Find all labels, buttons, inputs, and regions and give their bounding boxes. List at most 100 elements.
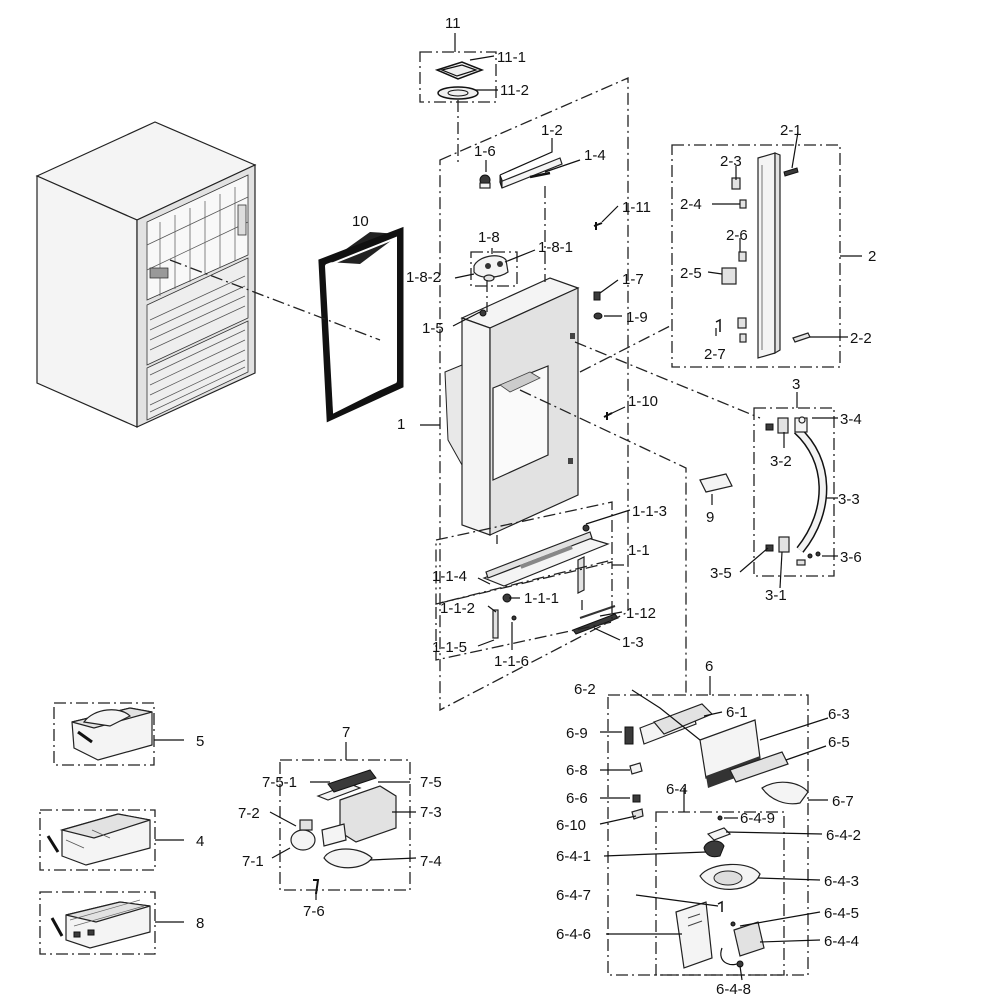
callout-1-5: 1-5 [422,320,444,337]
trim-bar-1-12 [579,605,616,619]
callout-1-2: 1-2 [541,122,563,139]
nameplate-9 [699,473,733,493]
callout-1-1-2: 1-1-2 [440,600,475,617]
callout-6-1: 6-1 [726,704,748,721]
callout-2-2: 2-2 [850,330,872,347]
ice-maker-assembly [290,769,397,895]
callout-7-2: 7-2 [238,805,260,822]
callout-1-12: 1-12 [626,605,656,622]
callout-2: 2 [868,248,876,265]
freezer-door-assembly [444,277,580,536]
lower-hinge-bracket [492,609,499,639]
callout-6-4-4: 6-4-4 [824,933,859,950]
callout-10: 10 [352,213,369,230]
callout-1-1-5: 1-1-5 [432,639,467,656]
callout-6-4: 6-4 [666,781,688,798]
callout-6-3: 6-3 [828,706,850,723]
callout-2-1: 2-1 [780,122,802,139]
callout-7-3: 7-3 [420,804,442,821]
callout-6-4-2: 6-4-2 [826,827,861,844]
fastener-1-9 [593,312,603,320]
callout-1-1-6: 1-1-6 [494,653,529,670]
callout-1-1-3: 1-1-3 [632,503,667,520]
callout-1-8-2: 1-8-2 [406,269,441,286]
callout-6-10: 6-10 [556,817,586,834]
door-handle [765,416,828,566]
leader-lines [154,33,862,981]
callout-6: 6 [705,658,713,675]
callout-7-1: 7-1 [242,853,264,870]
callout-11-2: 11-2 [500,82,529,99]
callout-5: 5 [196,733,204,750]
upper-hinge [499,157,563,189]
callout-8: 8 [196,915,204,932]
callout-6-4-7: 6-4-7 [556,887,591,904]
callout-6-4-6: 6-4-6 [556,926,591,943]
callout-6-6: 6-6 [566,790,588,807]
bin-4 [46,813,151,866]
callout-6-4-5: 6-4-5 [824,905,859,922]
refrigerator-cabinet [35,121,257,428]
door-gasket [318,226,404,423]
callout-6-4-1: 6-4-1 [556,848,591,865]
bin-8 [50,899,151,949]
callout-6-4-3: 6-4-3 [824,873,859,890]
dispenser-assembly [624,703,809,969]
callout-2-7: 2-7 [704,346,726,363]
callout-6-2: 6-2 [574,681,596,698]
callout-1-10: 1-10 [628,393,658,410]
callout-7-6: 7-6 [303,903,325,920]
callout-1-7: 1-7 [622,271,644,288]
hinge-bolt [529,171,551,179]
hinge-screw [593,222,603,230]
callout-3: 3 [792,376,800,393]
callout-6-5: 6-5 [828,734,850,751]
callout-11-1: 11-1 [497,49,526,66]
callout-1-1-1: 1-1-1 [524,590,559,607]
callout-3-4: 3-4 [840,411,862,428]
fastener-1-7 [593,291,601,301]
hinge-cover [434,61,485,100]
callout-1: 1 [397,416,405,433]
callout-1-8: 1-8 [478,229,500,246]
callout-3-3: 3-3 [838,491,860,508]
callout-4: 4 [196,833,204,850]
callout-1-1: 1-1 [628,542,650,559]
callout-1-4: 1-4 [584,147,606,164]
callout-7-5-1: 7-5-1 [262,774,297,791]
callout-6-4-9: 6-4-9 [740,810,775,827]
callout-1-8-1: 1-8-1 [538,239,573,256]
callout-1-9: 1-9 [626,309,648,326]
callout-3-2: 3-2 [770,453,792,470]
bin-5 [71,707,153,761]
callout-9: 9 [706,509,714,526]
callout-6-7: 6-7 [832,793,854,810]
callout-7-5: 7-5 [420,774,442,791]
callout-labels: 11 11-1 11-2 1-2 1-6 1-4 1-11 1-8 1-8-1 … [196,15,876,998]
callout-3-6: 3-6 [840,549,862,566]
callout-6-4-8: 6-4-8 [716,981,751,998]
callout-11: 11 [445,15,461,32]
door-cap [473,255,509,282]
callout-3-1: 3-1 [765,587,787,604]
callout-3-5: 3-5 [710,565,732,582]
lower-trim-assembly [482,524,610,594]
callout-7: 7 [342,724,350,741]
lower-hinge-screw [511,615,517,621]
callout-1-11: 1-11 [622,199,651,216]
fastener-1-5 [479,309,487,317]
group-boxes [39,51,841,976]
callout-1-1-4: 1-1-4 [432,568,467,585]
hinge-pin [479,174,491,189]
handle-bracket-assembly [715,152,811,359]
callout-1-6: 1-6 [474,143,496,160]
callout-2-6: 2-6 [726,227,748,244]
callout-6-8: 6-8 [566,762,588,779]
callout-2-5: 2-5 [680,265,702,282]
lower-hinge-plate [572,613,619,635]
callout-2-4: 2-4 [680,196,702,213]
callout-2-3: 2-3 [720,153,742,170]
callout-1-3: 1-3 [622,634,644,651]
